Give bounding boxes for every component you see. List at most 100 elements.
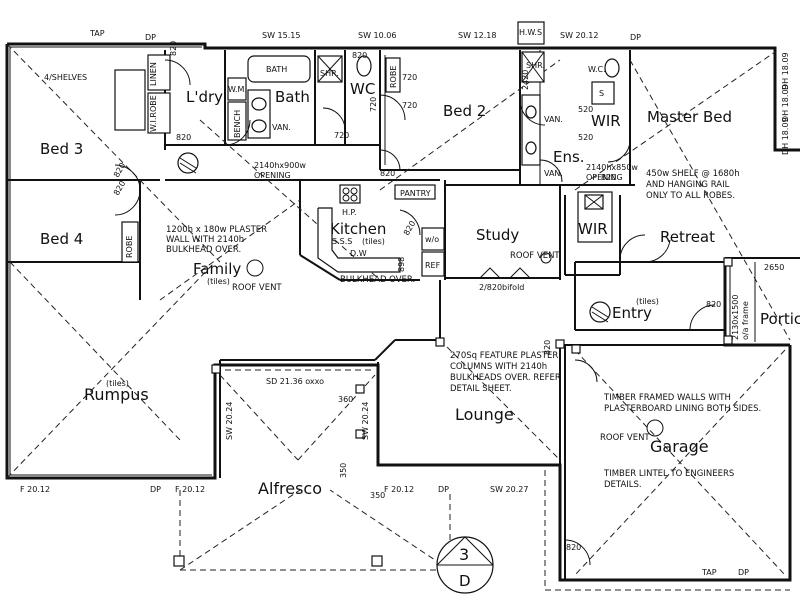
room-bed3: Bed 3 xyxy=(40,140,83,158)
room-garage: Garage xyxy=(650,437,709,456)
fixture-labels: LINEN W.I.ROBE 4/SHELVES BATH SHR. SHR. … xyxy=(44,28,606,270)
label-wi-robe: W.I.ROBE xyxy=(149,95,158,132)
dim-portico-2: o/a frame xyxy=(741,301,750,340)
dim-820-hall-a: 820 xyxy=(112,161,127,179)
label-sss: S.S.S xyxy=(332,237,352,246)
dim-820-garage: 820 xyxy=(543,340,552,355)
note-shelf-2: AND HANGING RAIL xyxy=(646,180,730,190)
room-kitchen: Kitchen xyxy=(330,220,386,238)
linen-cupboard xyxy=(147,54,171,91)
note-shelf-3: ONLY TO ALL ROBES. xyxy=(646,191,735,201)
dim-820-pantry: 820 xyxy=(402,219,417,237)
dim-720-bath: 720 xyxy=(334,131,349,140)
perimeter-labels: TAP DP SW 15.15 SW 10.06 SW 12.18 SW 20.… xyxy=(20,29,790,577)
dim-sliding-door: SD 21.36 oxxo xyxy=(266,377,324,386)
kitchen-tiles: (tiles) xyxy=(362,237,385,246)
dim-opening-b: 2140hx850w xyxy=(586,163,638,172)
label-dp-top: DP xyxy=(145,33,156,42)
room-study: Study xyxy=(476,226,519,244)
label-dp-bottom-2: DP xyxy=(150,485,161,494)
label-sw-2: SW 10.06 xyxy=(358,31,396,40)
label-dh-2: DH 18.09 xyxy=(781,84,790,122)
label-hp: H.P. xyxy=(342,208,357,217)
label-van: VAN. xyxy=(272,123,291,132)
room-entry: Entry xyxy=(612,304,652,322)
dim-portico: 2130x1500 xyxy=(731,295,740,340)
toilet-wc xyxy=(356,55,372,77)
label-ref: REF xyxy=(425,261,441,270)
dim-opening-b-2: OPENING xyxy=(586,173,623,182)
roof-vent-garage-icon xyxy=(646,419,664,437)
wi-robe xyxy=(147,92,171,134)
doors xyxy=(114,59,716,566)
room-laundry: L'dry xyxy=(186,88,223,106)
label-dh-3: DH 18.09 xyxy=(781,117,790,155)
label-sw-bottom: SW 20.27 xyxy=(490,485,528,494)
label-sw-1: SW 15.15 xyxy=(262,31,300,40)
room-lounge: Lounge xyxy=(455,405,514,424)
dim-opening-a: 2140hx900w xyxy=(254,161,306,170)
bathtub xyxy=(247,55,311,83)
label-shr: SHR. xyxy=(320,69,339,78)
dimensions: 820 820 820 820 820 820 820 820 820 820 … xyxy=(112,41,784,552)
room-wir-master: WIR xyxy=(591,112,621,130)
room-alfresco: Alfresco xyxy=(258,479,322,498)
hot-water-system xyxy=(517,21,545,45)
dim-720-robe-a: 720 xyxy=(402,73,417,82)
room-retreat: Retreat xyxy=(660,228,715,246)
label-bench: BENCH xyxy=(233,110,242,138)
dim-520-wir-b: 520 xyxy=(578,133,593,142)
label-s: S xyxy=(599,89,604,98)
dim-820-ensuite: 820 xyxy=(601,173,616,182)
label-wo: w/o xyxy=(425,235,439,244)
family-tiles: (tiles) xyxy=(207,277,230,286)
room-ensuite: Ens. xyxy=(553,148,585,166)
rumpus-tiles: (tiles) xyxy=(106,379,129,388)
label-robe-bed2: ROBE xyxy=(389,66,398,88)
s-cabinet xyxy=(591,81,615,105)
note-roof-vent-garage: ROOF VENT xyxy=(600,433,650,443)
note-columns-2: COLUMNS WITH 2140h xyxy=(450,362,547,372)
wall-oven xyxy=(421,227,445,251)
dim-820-laundry: 820 xyxy=(169,41,178,56)
label-shr-ensuite: SHR. xyxy=(526,61,545,70)
label-van-ensuite: VAN. xyxy=(544,115,563,124)
portico xyxy=(723,257,800,345)
dim-360: 360 xyxy=(338,395,353,404)
fixtures xyxy=(114,21,620,277)
label-robe-bed4: ROBE xyxy=(125,236,134,258)
dim-sw-left: SW 20.24 xyxy=(225,402,234,440)
dim-898: 898 xyxy=(397,257,406,272)
room-labels: L'dry Bath WC Bed 2 Master Bed Bed 3 Bed… xyxy=(40,80,800,498)
dim-820-hall-c: 820 xyxy=(380,169,395,178)
dim-720-robe-b: 720 xyxy=(402,101,417,110)
label-dh-1: DH 18.09 xyxy=(781,52,790,90)
sheet-number: 3 xyxy=(459,545,469,564)
note-columns-3: BULKHEADS OVER. REFER xyxy=(450,373,561,383)
robe-bed4 xyxy=(121,221,139,263)
label-dw: D.W xyxy=(350,249,367,258)
note-shelf-1: 450w SHELF @ 1680h xyxy=(646,169,740,179)
note-roof-vent-family: ROOF VENT xyxy=(232,283,282,293)
dim-520-wir-a: 520 xyxy=(578,105,593,114)
symbols xyxy=(177,152,664,594)
dim-sw-right: SW 20.24 xyxy=(361,402,370,440)
label-tap-top: TAP xyxy=(89,29,105,38)
label-sw-4: SW 20.12 xyxy=(560,31,598,40)
label-pantry: PANTRY xyxy=(400,189,431,198)
label-f-3: F 20.12 xyxy=(384,485,414,494)
note-plaster-2: WALL WITH 2140h xyxy=(166,235,244,245)
label-bath-fixture: BATH xyxy=(266,65,287,74)
sheet-letter: D xyxy=(459,572,471,590)
entry-tiles: (tiles) xyxy=(636,297,659,306)
dim-bifold: 2/820bifold xyxy=(479,283,524,292)
label-wm: W.M. xyxy=(228,85,247,94)
dim-350-a: 350 xyxy=(339,463,348,478)
dim-350-b: 350 xyxy=(370,491,385,500)
room-rumpus: Rumpus xyxy=(84,385,149,404)
label-van-ensuite-2: VAN. xyxy=(544,169,563,178)
roof-vent-icon xyxy=(246,259,264,277)
dim-820-garage-b: 820 xyxy=(566,543,581,552)
room-family: Family xyxy=(193,260,241,278)
